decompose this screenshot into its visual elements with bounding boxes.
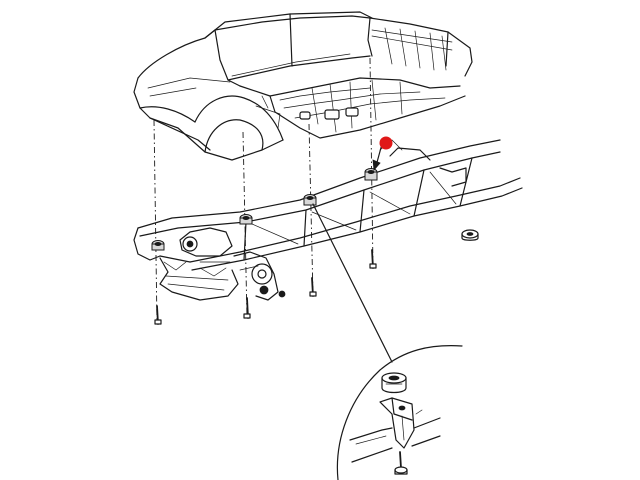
- body-mount-front-left: [151, 240, 165, 325]
- centerline-front-right: [242, 131, 248, 319]
- body-mount-front-right: [239, 214, 253, 319]
- loose-mount-bushing: [461, 229, 479, 241]
- chassis-frame: [133, 139, 523, 301]
- truck-body: [133, 11, 473, 161]
- mount-centerlines: [153, 57, 374, 325]
- centerline-mid: [308, 123, 314, 297]
- body-mount-mid: [303, 194, 317, 297]
- callout-marker: [372, 136, 393, 171]
- detail-leader-line: [312, 203, 393, 363]
- red-dot-icon: [379, 136, 393, 150]
- detail-view: [336, 345, 463, 480]
- centerline-rear: [369, 57, 374, 269]
